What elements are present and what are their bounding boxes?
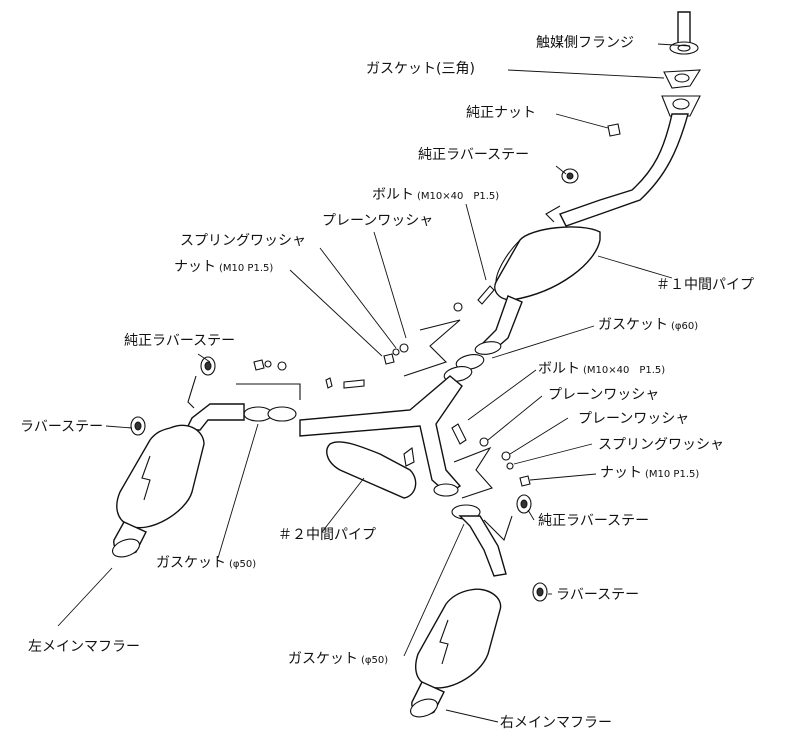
oem-rubber-stay-right-part — [516, 494, 532, 514]
label-bolt-top: ボルト(M10×40 P1.5) — [372, 187, 500, 203]
label-spring-washer-top: スプリングワッシャ — [180, 233, 306, 249]
rubber-stay-left-part — [130, 416, 146, 436]
leader-lines — [57, 43, 691, 723]
bolt-top-part — [383, 285, 495, 365]
left-muffler-part — [112, 359, 365, 558]
rubber-stay-right-part — [532, 582, 548, 602]
label-rubber-stay-left: ラバーステー — [20, 419, 104, 435]
front-flange-part — [661, 95, 701, 117]
oem-rubber-stay-left-part — [187, 356, 216, 409]
gasket-triangle-part — [663, 69, 702, 89]
label-bolt-right-spec: (M10×40 P1.5) — [583, 365, 666, 376]
label-spring-washer-right: スプリングワッシャ — [598, 437, 724, 453]
label-nut-top-spec: (M10 P1.5) — [219, 263, 274, 274]
label-gasket-60: ガスケット(φ60) — [598, 317, 699, 333]
mid-pipe-1-part — [474, 113, 689, 355]
label-left-main-muffler: 左メインマフラー — [28, 639, 140, 655]
label-bolt-right: ボルト(M10×40 P1.5) — [538, 361, 666, 377]
label-rubber-stay-right: ラバーステー — [556, 587, 640, 603]
label-oem-rubber-stay-top: 純正ラバーステー — [418, 147, 530, 163]
label-oem-nut: 純正ナット — [466, 105, 536, 121]
label-nut-right: ナット(M10 P1.5) — [600, 465, 700, 481]
oem-rubber-stay-top-part — [561, 168, 579, 184]
oem-nut-part — [607, 123, 621, 137]
catalyst-flange-part — [669, 11, 699, 55]
label-plain-washer-r2: プレーンワッシャ — [578, 411, 690, 427]
label-oem-rubber-stay-right: 純正ラバーステー — [538, 513, 650, 529]
right-muffler-part — [410, 504, 513, 718]
bracket-plate-part — [403, 319, 493, 499]
label-nut-top: ナット(M10 P1.5) — [174, 259, 274, 275]
label-mid-pipe-1: ＃１中間パイプ — [656, 277, 754, 293]
label-gasket-50-right-spec: (φ50) — [361, 655, 389, 666]
label-plain-washer-top: プレーンワッシャ — [322, 213, 434, 229]
label-nut-right-spec: (M10 P1.5) — [645, 469, 700, 480]
label-gasket-50-left-spec: (φ50) — [229, 559, 257, 570]
label-mid-pipe-2: ＃２中間パイプ — [278, 527, 376, 543]
bolt-right-part — [451, 423, 531, 487]
label-gasket-triangle: ガスケット(三角) — [366, 61, 475, 77]
mid-pipe-2-part — [299, 375, 463, 499]
label-oem-rubber-stay-left: 純正ラバーステー — [124, 333, 236, 349]
label-catalyst-flange: 触媒側フランジ — [536, 35, 634, 51]
label-bolt-top-spec: (M10×40 P1.5) — [417, 191, 500, 202]
label-gasket-50-right: ガスケット(φ50) — [288, 651, 389, 667]
label-gasket-50-left: ガスケット(φ50) — [156, 555, 257, 571]
label-gasket-60-spec: (φ60) — [671, 321, 699, 332]
label-right-main-muffler: 右メインマフラー — [500, 715, 612, 731]
label-plain-washer-r1: プレーンワッシャ — [548, 387, 660, 403]
